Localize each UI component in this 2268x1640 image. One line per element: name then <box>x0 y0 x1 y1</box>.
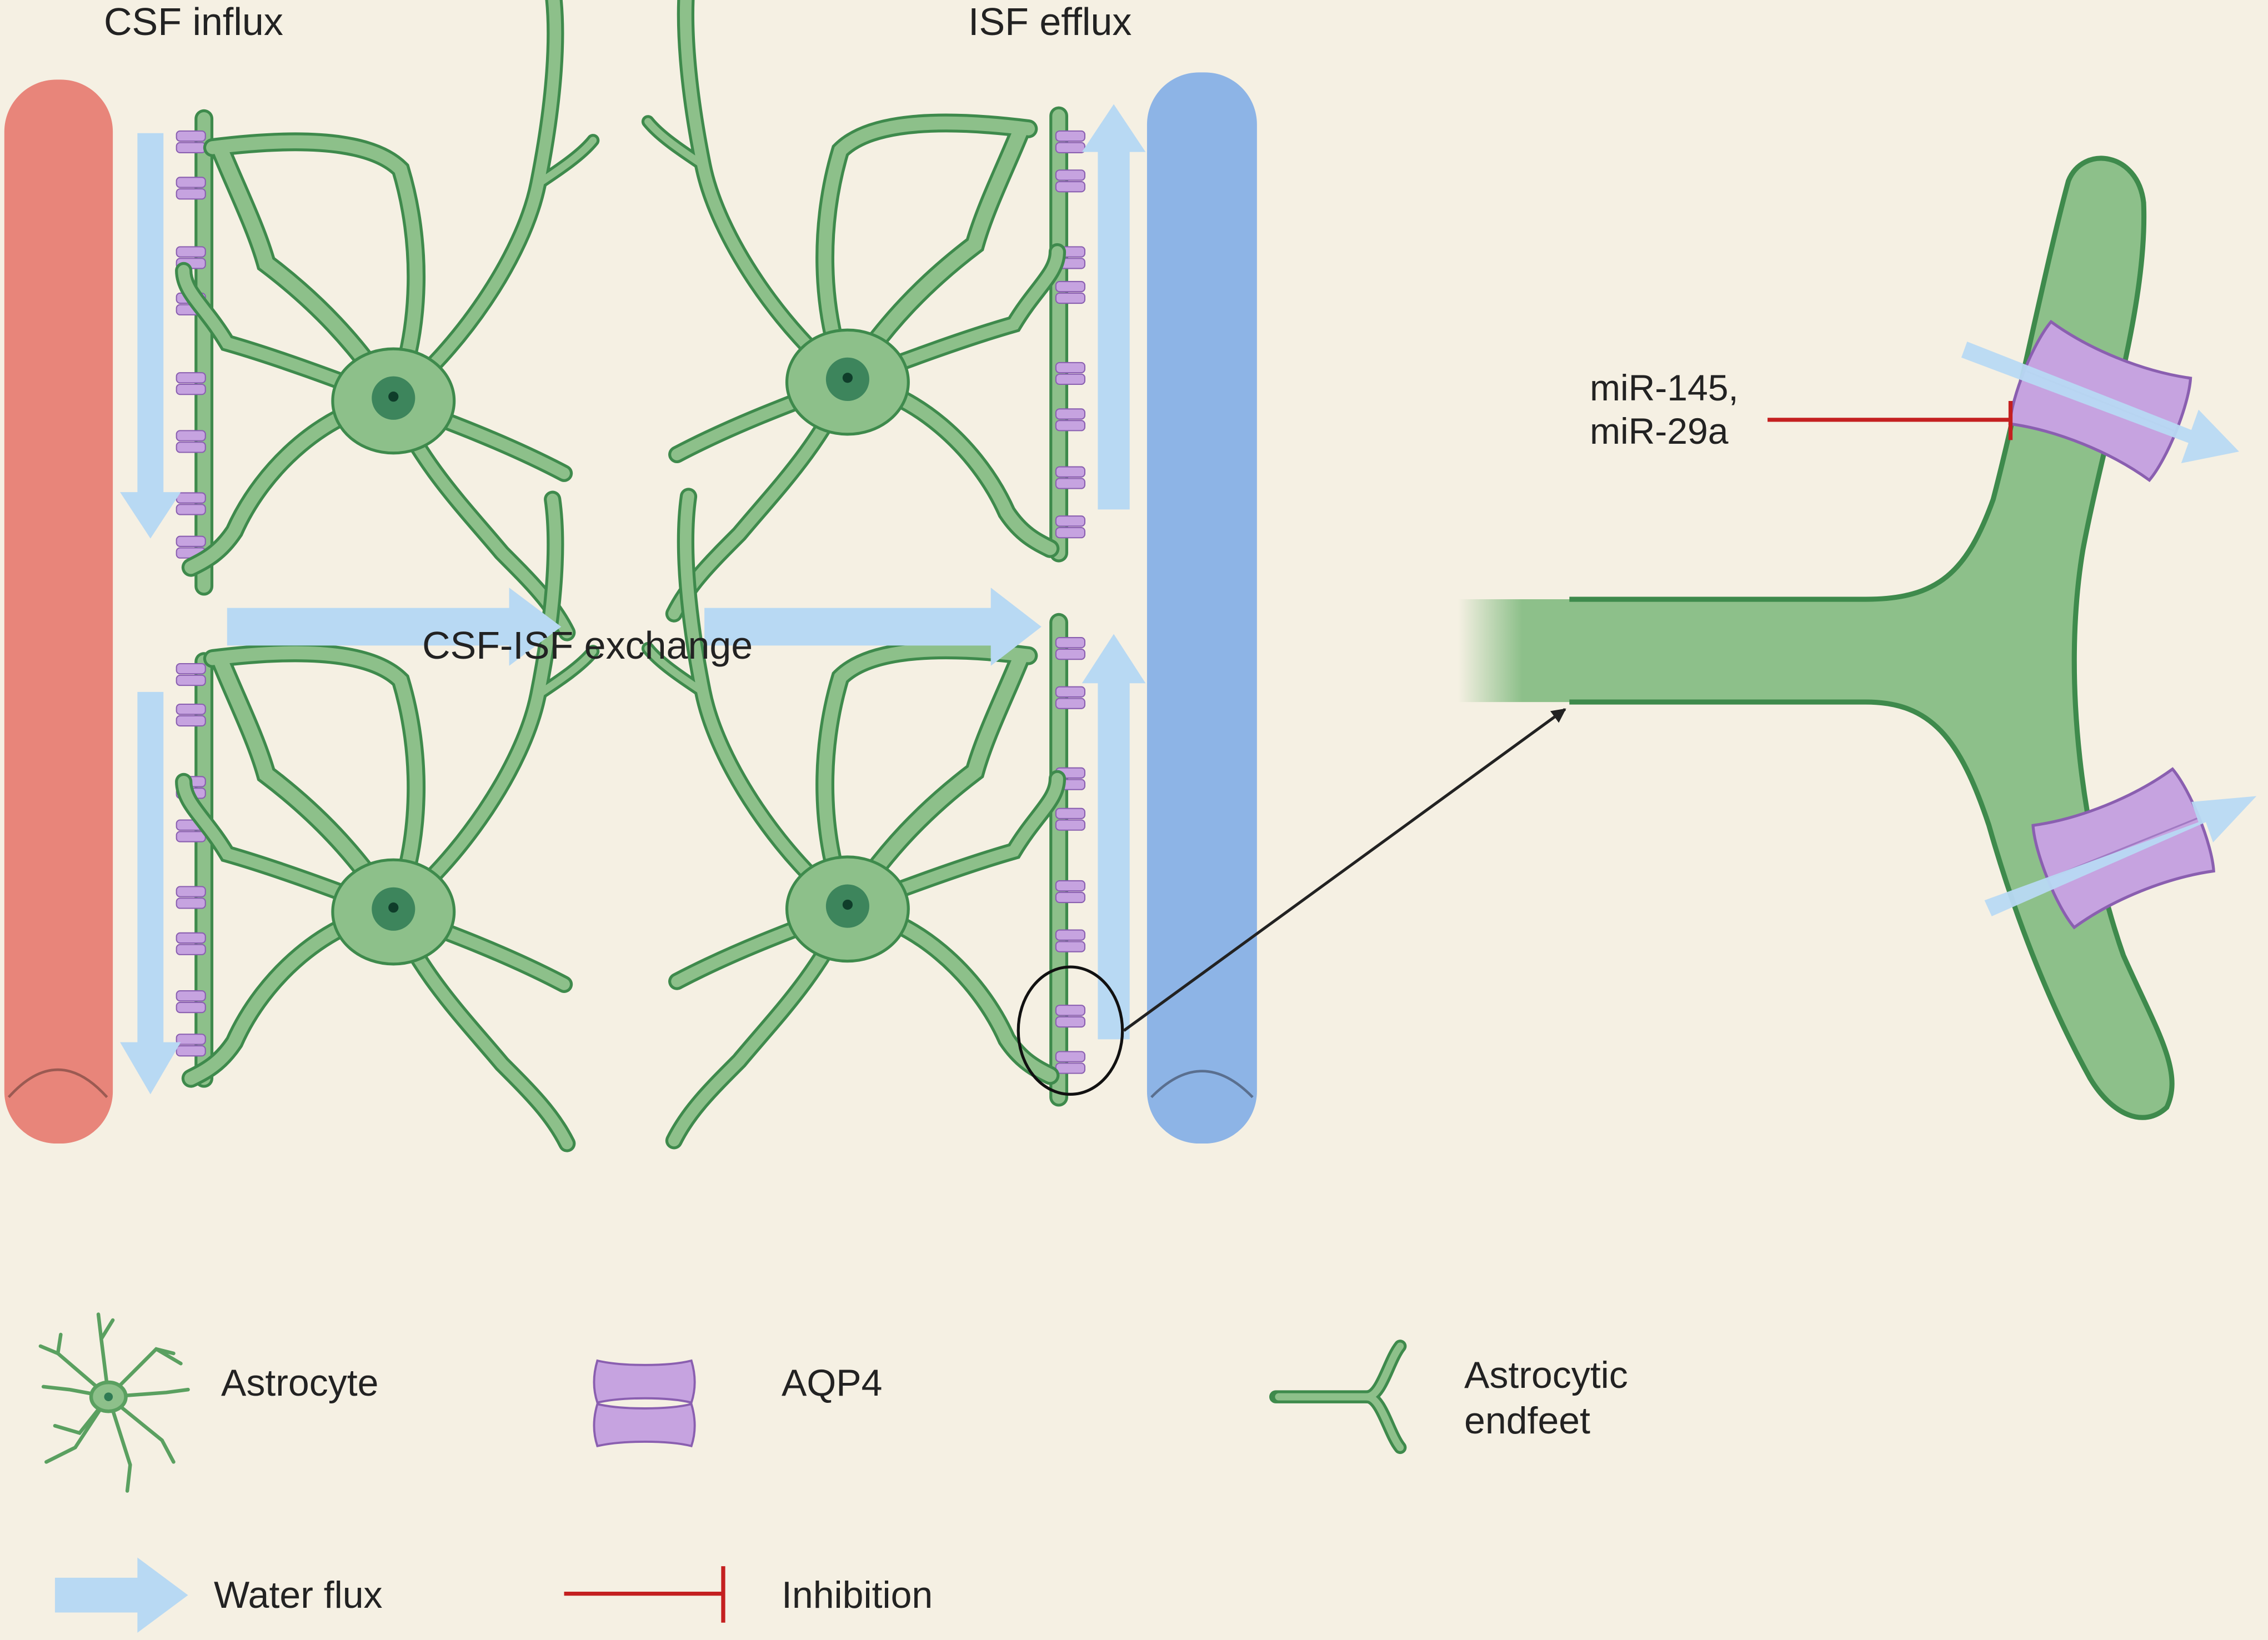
legend-aqp4-icon <box>593 1359 696 1448</box>
legend-inhibition-label: Inhibition <box>782 1574 933 1616</box>
water-flux-through-aqp4 <box>1961 342 2257 916</box>
legend-astrocyte-label: Astrocyte <box>221 1362 379 1404</box>
legend-endfeet-line2: endfeet <box>1464 1399 1590 1442</box>
legend-endfeet-icon <box>1269 1340 1407 1455</box>
vein-vessel <box>1146 72 1257 1144</box>
zoom-circle <box>1017 965 1124 1096</box>
csf-influx-label: CSF influx <box>104 0 283 43</box>
legend-aqp4-label: AQP4 <box>782 1362 883 1404</box>
isf-efflux-label: ISF efflux <box>968 0 1132 43</box>
mirna-label-line1: miR-145, <box>1590 367 1739 408</box>
mirna-label: miR-145, miR-29a <box>1590 367 1739 453</box>
csf-isf-exchange-label: CSF-ISF exchange <box>422 624 753 667</box>
zoom-arrow <box>1123 708 1566 1032</box>
mirna-label-line2: miR-29a <box>1590 410 1729 452</box>
legend-endfeet-line1: Astrocytic <box>1464 1354 1628 1396</box>
artery-vessel <box>4 79 113 1144</box>
legend-water-flux-icon <box>54 1557 188 1633</box>
inhibition-marker <box>1768 400 2013 440</box>
legend-endfeet-label: Astrocytic endfeet <box>1464 1353 1628 1443</box>
legend-astrocyte-icon <box>38 1312 190 1493</box>
legend-inhibition-icon <box>564 1566 725 1623</box>
endfoot-enlarged <box>1458 156 2175 1120</box>
legend-water-flux-label: Water flux <box>214 1574 383 1616</box>
water-flux-arrows <box>120 104 1146 1095</box>
